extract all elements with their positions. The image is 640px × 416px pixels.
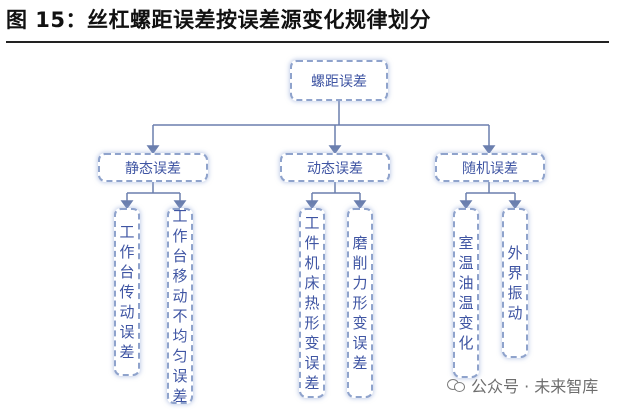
root-node: 螺距误差 xyxy=(290,60,388,101)
leaf-random-1-label: 室温油温变化 xyxy=(458,234,474,352)
leaf-static-2: 工作台移动不均匀误差 xyxy=(167,207,193,405)
root-label: 螺距误差 xyxy=(311,73,367,90)
leaf-random-2-label: 外界振动 xyxy=(507,244,523,322)
leaf-dynamic-2-label: 磨削力形变误差 xyxy=(352,234,368,372)
leaf-static-1: 工作台传动误差 xyxy=(114,208,140,376)
category-static: 静态误差 xyxy=(98,153,208,182)
category-dynamic-label: 动态误差 xyxy=(307,160,363,177)
title-divider xyxy=(6,41,609,43)
watermark: 公众号 · 未来智库 xyxy=(447,372,598,398)
category-static-label: 静态误差 xyxy=(125,160,181,177)
leaf-static-2-label: 工作台移动不均匀误差 xyxy=(172,207,188,405)
leaf-static-1-label: 工作台传动误差 xyxy=(119,223,135,361)
leaf-dynamic-2: 磨削力形变误差 xyxy=(347,208,373,398)
leaf-dynamic-1: 工件机床热形变误差 xyxy=(299,208,325,398)
category-random: 随机误差 xyxy=(435,153,545,182)
category-dynamic: 动态误差 xyxy=(280,153,390,182)
category-random-label: 随机误差 xyxy=(462,160,518,177)
figure-title: 图 15：丝杠螺距误差按误差源变化规律划分 xyxy=(6,8,432,32)
leaf-dynamic-1-label: 工件机床热形变误差 xyxy=(304,214,320,392)
watermark-text: 公众号 · 未来智库 xyxy=(471,377,599,396)
leaf-random-2: 外界振动 xyxy=(502,208,528,358)
leaf-random-1: 室温油温变化 xyxy=(453,208,479,378)
wechat-icon xyxy=(447,377,465,393)
